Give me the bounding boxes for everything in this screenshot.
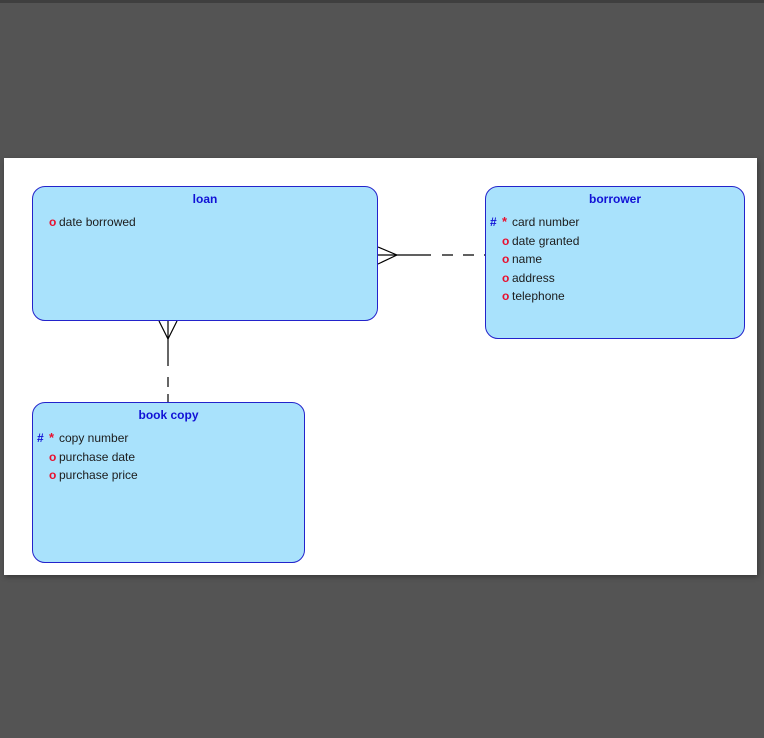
attribute-row: # * copy number: [33, 429, 304, 448]
loan-borrower-crow-foot-prong[interactable]: [377, 254, 398, 265]
optional-marker: o: [502, 289, 510, 303]
window-top-edge: [0, 0, 764, 3]
attribute-label: date granted: [512, 233, 580, 248]
optional-marker: o: [502, 233, 510, 248]
required-marker: *: [49, 430, 55, 445]
attribute-label: card number: [512, 215, 580, 229]
optional-marker: o: [49, 215, 57, 229]
loan-borrower-crow-foot-prong[interactable]: [377, 246, 398, 256]
attribute-label: date borrowed: [59, 215, 136, 229]
hash-marker: #: [490, 215, 497, 229]
entity-title: borrower: [588, 192, 641, 206]
optional-marker: o: [49, 449, 57, 464]
attribute-label: address: [512, 270, 555, 285]
attribute-label: purchase date: [59, 449, 136, 464]
entity-title: loan: [192, 192, 218, 206]
optional-marker: o: [49, 468, 57, 482]
required-marker: *: [502, 214, 508, 229]
attribute-label: purchase price: [59, 468, 138, 482]
attribute-label: telephone: [512, 289, 565, 303]
optional-marker: o: [502, 252, 510, 266]
hash-marker: #: [37, 431, 44, 445]
loan-book-copy-crow-foot-prong[interactable]: [158, 320, 169, 340]
loan-book-copy-crow-foot-prong[interactable]: [167, 320, 178, 340]
optional-marker: o: [502, 270, 510, 285]
attribute-label: copy number: [59, 431, 129, 445]
attribute-label: name: [512, 252, 543, 266]
entity-title: book copy: [138, 408, 199, 422]
attribute-row: # * card number: [486, 213, 744, 232]
